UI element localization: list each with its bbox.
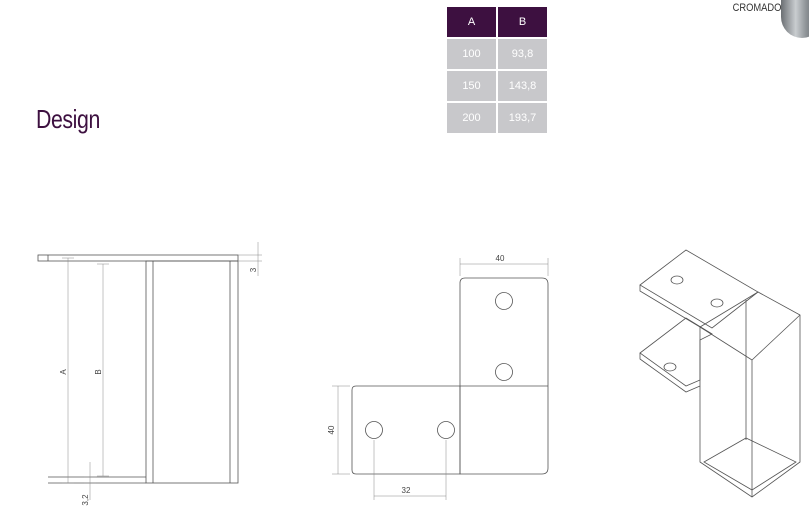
finish-label: CROMADO bbox=[732, 2, 781, 14]
table-header-row: A B bbox=[447, 7, 547, 37]
dimension-top-label: 3 bbox=[249, 267, 258, 272]
table-cell: 150 bbox=[447, 71, 496, 101]
table-cell: 100 bbox=[447, 39, 496, 69]
table-cell: 200 bbox=[447, 103, 496, 133]
isometric-view-drawing bbox=[639, 249, 801, 498]
dimension-width-label: 40 bbox=[496, 254, 505, 263]
dimension-bottom-label: 3,2 bbox=[81, 494, 90, 506]
table-cell: 193,7 bbox=[498, 103, 547, 133]
table-cell: 93,8 bbox=[498, 39, 547, 69]
side-view-drawing: A B 3 3,2 bbox=[37, 242, 262, 506]
section-title: Design bbox=[36, 104, 100, 134]
dimensions-table: A B 100 93,8 150 143,8 200 193,7 bbox=[445, 5, 549, 135]
table-row: 100 93,8 bbox=[447, 39, 547, 69]
table-row: 150 143,8 bbox=[447, 71, 547, 101]
dimension-b-label: B bbox=[94, 369, 103, 374]
dimension-height-label: 40 bbox=[327, 425, 336, 434]
plan-view-drawing: 40 40 32 bbox=[327, 254, 549, 500]
dimension-holes-label: 32 bbox=[402, 486, 411, 495]
column-header-a: A bbox=[447, 7, 496, 37]
dimension-a-label: A bbox=[59, 369, 68, 375]
table-cell: 143,8 bbox=[498, 71, 547, 101]
column-header-b: B bbox=[498, 7, 547, 37]
table-row: 200 193,7 bbox=[447, 103, 547, 133]
